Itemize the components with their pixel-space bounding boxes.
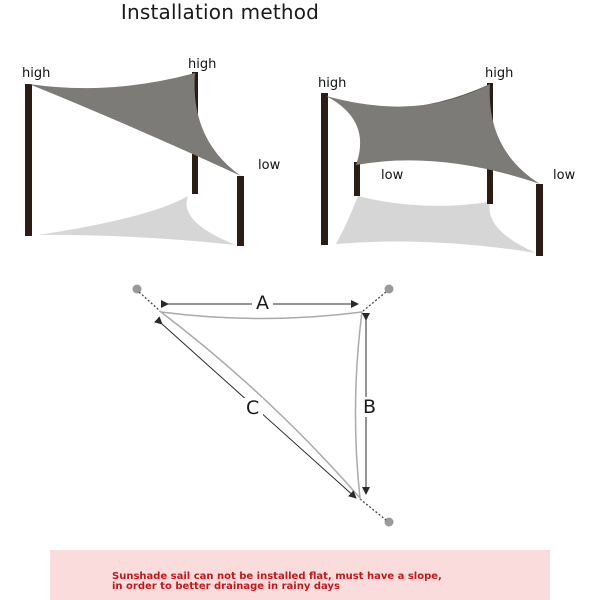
- left-ground-shadow: [38, 196, 236, 245]
- left-label-high-1: high: [22, 66, 51, 81]
- left-sail: [29, 73, 241, 176]
- right-post-low-1: [354, 162, 360, 196]
- left-label-high-2: high: [188, 57, 217, 72]
- right-ground-shadow: [336, 196, 536, 253]
- left-label-low: low: [258, 158, 281, 173]
- right-scene: [321, 83, 543, 256]
- left-scene: [25, 72, 244, 246]
- dimension-label-c: C: [242, 398, 264, 418]
- notice-text: Sunshade sail can not be installed flat,…: [112, 572, 472, 592]
- dimension-label-b: B: [359, 397, 381, 417]
- tension-line-bottom: [359, 498, 387, 521]
- tension-line-top-right: [362, 291, 387, 312]
- anchor-point-top-left: [132, 284, 142, 294]
- tension-line-top-left: [138, 291, 161, 312]
- right-sail-front: [326, 84, 540, 184]
- right-post-high-1: [321, 93, 328, 245]
- right-label-high-2: high: [485, 66, 514, 81]
- right-label-low-2: low: [553, 168, 576, 183]
- notice-line-2: in order to better drainage in rainy day…: [112, 581, 340, 592]
- left-post-low: [237, 176, 244, 246]
- right-label-high-1: high: [318, 76, 347, 91]
- right-post-low-2: [536, 184, 543, 256]
- anchor-point-top-right: [384, 284, 394, 294]
- right-label-low-1: low: [381, 168, 404, 183]
- page-title: Installation method: [120, 0, 320, 24]
- dimension-label-a: A: [252, 293, 273, 313]
- notice-line-1: Sunshade sail can not be installed flat,…: [112, 571, 442, 582]
- notice-banner: [50, 550, 550, 600]
- anchor-point-bottom: [384, 517, 394, 527]
- left-post-high-1: [25, 84, 32, 236]
